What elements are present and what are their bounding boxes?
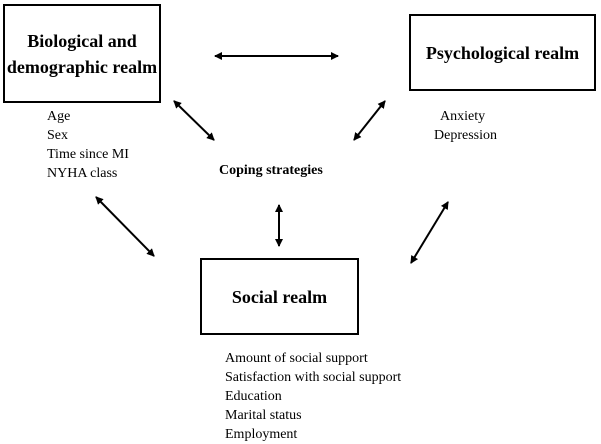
- social-item: Education: [225, 389, 282, 404]
- coping-strategies-label: Coping strategies: [219, 163, 323, 178]
- biological-item: NYHA class: [47, 166, 118, 181]
- biological-item: Age: [47, 109, 71, 124]
- arrow-psy-coping: [353, 100, 386, 141]
- social-items-list: Amount of social support Satisfaction wi…: [225, 349, 401, 444]
- social-item: Employment: [225, 427, 298, 442]
- psychological-realm-title: Psychological realm: [425, 42, 580, 63]
- biological-items-list: Age Sex Time since MI NYHA class: [47, 107, 129, 183]
- biological-realm-title: Biological and demographic realm: [6, 30, 158, 77]
- psychological-item: Depression: [434, 128, 497, 143]
- arrow-bio-social: [95, 196, 155, 257]
- social-item: Satisfaction with social support: [225, 370, 402, 385]
- arrow-psy-social: [410, 201, 449, 264]
- social-item: Amount of social support: [225, 351, 368, 366]
- psychological-realm-box: Psychological realm: [409, 14, 596, 91]
- biological-item: Time since MI: [47, 147, 129, 162]
- social-item: Marital status: [225, 408, 302, 423]
- psychological-item: Anxiety: [440, 109, 486, 124]
- social-realm-title: Social realm: [231, 286, 328, 307]
- biological-realm-box: Biological and demographic realm: [3, 4, 161, 103]
- psychological-items-list: Anxiety Depression: [434, 107, 497, 145]
- arrow-bio-coping: [173, 100, 215, 141]
- biological-item: Sex: [47, 128, 68, 143]
- social-realm-box: Social realm: [200, 258, 359, 335]
